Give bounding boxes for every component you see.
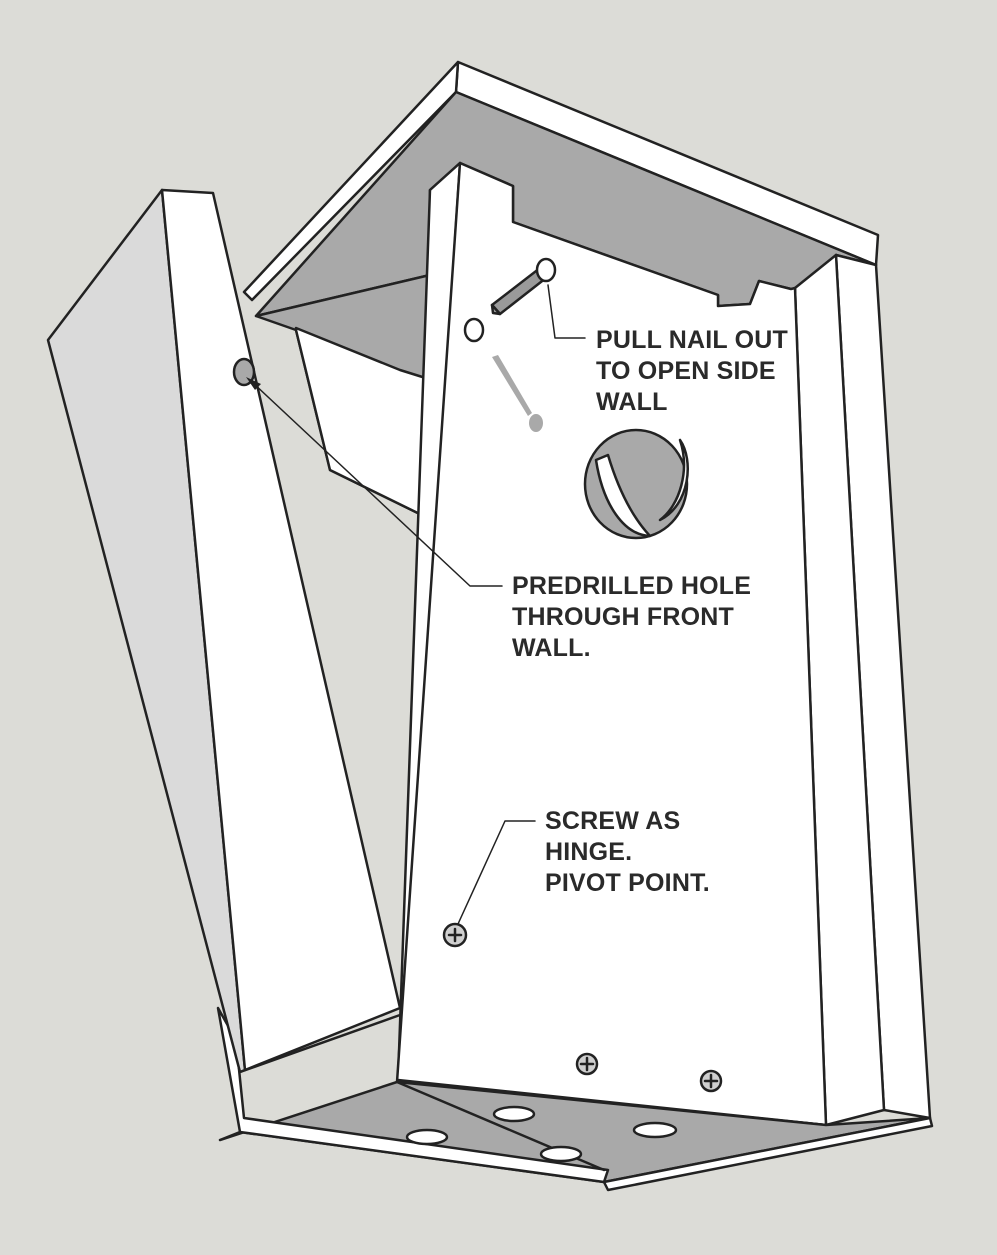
callout-screw-label: SCREW AS HINGE. PIVOT POINT. xyxy=(545,806,710,899)
callout-nail-line: TO OPEN SIDE xyxy=(596,357,776,385)
drain-hole xyxy=(632,1121,678,1139)
callout-hole-label: PREDRILLED HOLE THROUGH FRONT WALL. xyxy=(512,571,751,664)
callout-hole-line: THROUGH FRONT xyxy=(512,603,735,631)
drain-hole xyxy=(539,1145,583,1163)
phillips-screw-icon xyxy=(575,1052,599,1076)
callout-nail-line: WALL xyxy=(596,388,668,416)
leader-screw xyxy=(457,820,536,925)
entrance-hole-inner-light xyxy=(658,438,689,522)
nail-head xyxy=(535,257,557,283)
callout-nail-label: PULL NAIL OUT TO OPEN SIDE WALL xyxy=(596,325,788,418)
callout-screw-line: HINGE. xyxy=(545,838,633,866)
leader-hole-arrowhead xyxy=(246,377,261,390)
leader-hole xyxy=(251,381,503,587)
callout-hole-line: WALL. xyxy=(512,634,591,662)
base-right-edge xyxy=(602,1116,934,1192)
drain-hole xyxy=(405,1128,449,1146)
callout-screw-line: SCREW AS xyxy=(545,807,681,835)
roof-left-edge xyxy=(242,60,460,302)
leader-lines xyxy=(246,284,586,925)
callout-hole-line: PREDRILLED HOLE xyxy=(512,572,752,600)
roof xyxy=(242,60,880,318)
base-floor xyxy=(216,1006,934,1192)
nail-icon xyxy=(490,257,557,316)
entrance-hole xyxy=(583,428,689,540)
nail-shadow xyxy=(492,355,543,432)
callout-screw-line: PIVOT POINT. xyxy=(545,869,710,897)
nail-hole xyxy=(463,317,485,343)
phillips-screw-icon xyxy=(699,1069,723,1093)
side-door-bottom xyxy=(238,1013,402,1074)
side-door-edge xyxy=(160,188,402,1072)
side-door xyxy=(46,188,402,1074)
drain-hole xyxy=(492,1105,536,1123)
leader-nail xyxy=(547,284,586,339)
callout-nail-line: PULL NAIL OUT xyxy=(596,326,788,354)
phillips-screw-icon xyxy=(442,922,468,948)
entrance-hole-wall xyxy=(594,453,652,538)
